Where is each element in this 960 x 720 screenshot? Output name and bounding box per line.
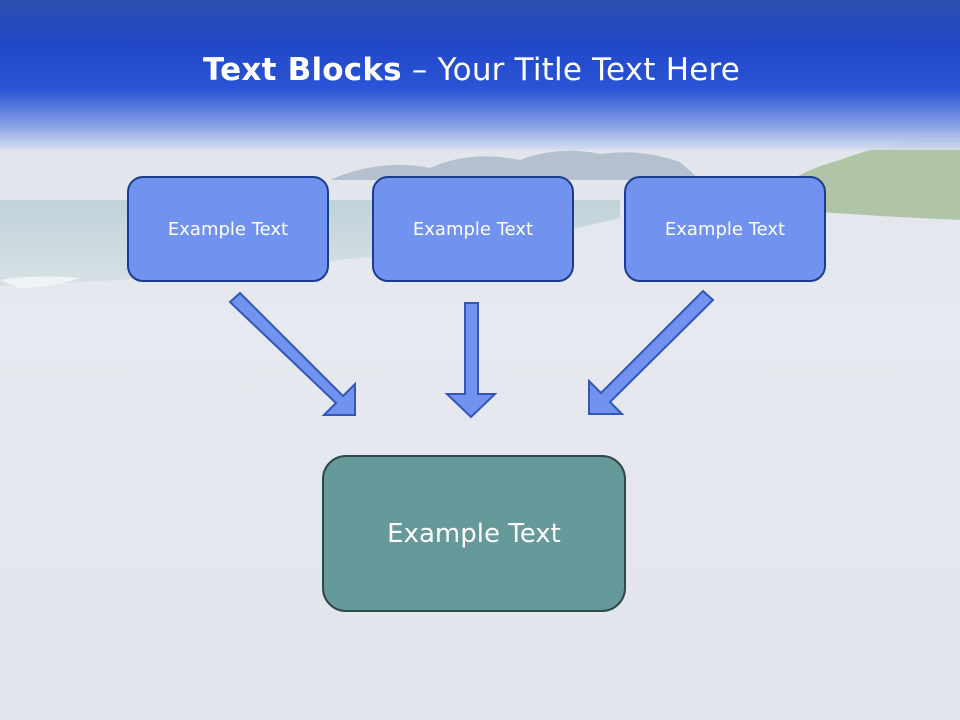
title-rest: Your Title Text Here <box>437 52 741 88</box>
title-bold-part: Text Blocks <box>202 52 402 88</box>
arrow-left-diagonal <box>228 291 356 416</box>
arrow-right-diagonal <box>588 289 715 415</box>
slide-title: Text Blocks – Your Title Text Here <box>0 52 943 88</box>
bottom-block[interactable]: Example Text <box>322 455 626 612</box>
title-bar: Text Blocks – Your Title Text Here <box>0 0 960 150</box>
arrow-center-down <box>444 302 498 419</box>
top-block-right[interactable]: Example Text <box>624 176 826 282</box>
top-block-center[interactable]: Example Text <box>372 176 574 282</box>
title-separator: – <box>411 52 428 88</box>
top-block-left[interactable]: Example Text <box>127 176 329 282</box>
